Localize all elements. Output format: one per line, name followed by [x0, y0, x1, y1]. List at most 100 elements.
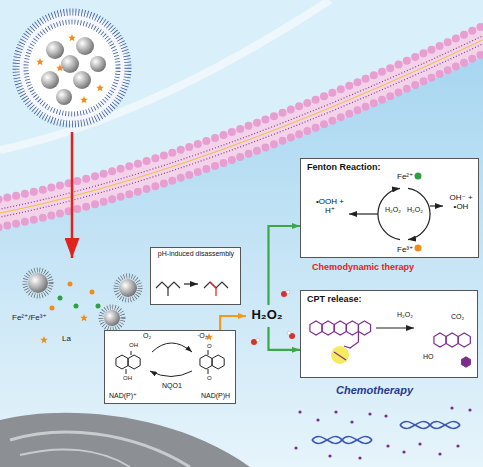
box-text: O: [207, 375, 212, 382]
redox-cycle-sketch: [128, 355, 140, 369]
nanoparticle: [68, 34, 76, 41]
chemotherapy-decoration: [368, 412, 371, 415]
nanoparticle: [73, 71, 91, 89]
drug-label: La: [62, 334, 71, 343]
box-heading: Fenton Reaction:: [307, 162, 381, 172]
polymer-sketch: [204, 282, 228, 288]
redox-cycle-sketch: [208, 369, 209, 374]
fenton-cycle: [378, 188, 400, 239]
nanoparticle: [41, 71, 59, 89]
organelle: [10, 432, 190, 467]
camptothecin-release: [376, 327, 414, 328]
reaction-box: CPT release:H₂O₂HOCO₂: [300, 290, 478, 378]
redox-cycle-sketch: [152, 343, 192, 352]
redox-cycle-sketch: [116, 355, 128, 369]
box-text: NAD(P)H: [201, 392, 230, 400]
nanoparticle: [61, 55, 79, 73]
camptothecin-release: [462, 357, 471, 367]
camptothecin-release: [344, 332, 358, 349]
released-particles: [50, 306, 55, 311]
nanoparticle: [36, 58, 44, 65]
camptothecin-release: [322, 321, 334, 335]
nanoparticle: [80, 96, 88, 103]
chemotherapy-decoration: [294, 406, 471, 459]
chemotherapy-decoration: [294, 446, 297, 449]
chemotherapy-decoration: [386, 444, 389, 447]
box-text: •OOH + H⁺: [315, 197, 345, 215]
redox-cycle-sketch: [212, 355, 224, 369]
released-particles: [68, 282, 73, 287]
box-text: H₂O₂: [385, 206, 401, 214]
water-molecules: [286, 290, 290, 294]
nanoparticle: [90, 56, 106, 72]
chemotherapy-decoration: [418, 442, 421, 445]
box-text: Fe³⁺: [397, 245, 413, 254]
product-label-node: H₂O₂: [246, 305, 291, 327]
box-text: OH: [123, 375, 132, 382]
chemotherapy-decoration: [456, 444, 459, 447]
chemotherapy-decoration: [468, 408, 471, 411]
polymer-sketch: [167, 288, 168, 296]
chemotherapy-decoration: [328, 454, 331, 457]
chemotherapy-decoration: [384, 414, 387, 417]
released-particles: [119, 279, 137, 297]
nanoparticle: [56, 64, 64, 71]
box-text: Fe²⁺: [397, 172, 413, 181]
box-fills: [104, 330, 236, 404]
box-text: H₂O₂: [407, 206, 423, 214]
released-particles: [28, 273, 48, 293]
box-text: H₂O₂: [397, 311, 413, 319]
released-particles: [58, 296, 63, 301]
chemotherapy-decoration: [316, 418, 319, 421]
released-particles: [104, 310, 120, 326]
organelle: [0, 413, 250, 467]
camptothecin-release: [310, 321, 470, 367]
fenton-cycle: [349, 173, 443, 252]
box-text: pH-induced disassembly: [154, 250, 238, 258]
box-fills: [150, 247, 241, 305]
chemotherapy-decoration: [400, 422, 460, 429]
released-particles: [80, 314, 88, 321]
connector-arrow: [220, 316, 246, 330]
box-text: NAD(P)⁺: [109, 392, 137, 400]
redox-cycle-sketch: [131, 351, 132, 355]
nanoparticle: [26, 22, 118, 114]
redox-cycle-sketch: [200, 355, 212, 369]
released-particles: [25, 270, 51, 296]
chemotherapy-decoration: [312, 437, 372, 444]
box-fills: [300, 290, 478, 378]
chemotherapy-decoration: [400, 422, 460, 429]
box-fills: [104, 158, 479, 404]
redox-cycle-sketch: [150, 371, 192, 377]
polymer-sketch: [156, 282, 180, 288]
nanoparticle: [16, 12, 128, 124]
released-particles: [101, 307, 123, 329]
box-text: H₂O₂: [246, 308, 288, 323]
reaction-box: Fenton Reaction: Fe²⁺ Fe³⁺ •OOH + H⁺ H₂O₂ H₂O…: [300, 158, 479, 258]
camptothecin-release: [358, 321, 370, 335]
box-fills: [300, 158, 479, 258]
process-box: pH-induced disassembly: [150, 247, 241, 305]
nanoparticle: [16, 12, 128, 124]
chemotherapy-decoration: [312, 437, 372, 444]
nanoparticle: [56, 89, 72, 105]
chemotherapy-decoration: [438, 452, 441, 455]
camptothecin-release: [334, 321, 346, 335]
therapy-label: Chemotherapy: [336, 384, 413, 397]
box-text: ·O₂: [197, 332, 208, 340]
released-particles: [74, 304, 79, 309]
water-molecules: [256, 338, 260, 342]
box-text: OH: [129, 342, 138, 349]
box-text: NQO1: [162, 382, 182, 390]
nanoparticle: [76, 37, 94, 55]
polymer-sketch: [184, 283, 198, 284]
camptothecin-release: [346, 321, 358, 335]
connector-arrow: [269, 327, 301, 350]
organelle: [0, 413, 250, 467]
fenton-cycle: [430, 205, 443, 206]
